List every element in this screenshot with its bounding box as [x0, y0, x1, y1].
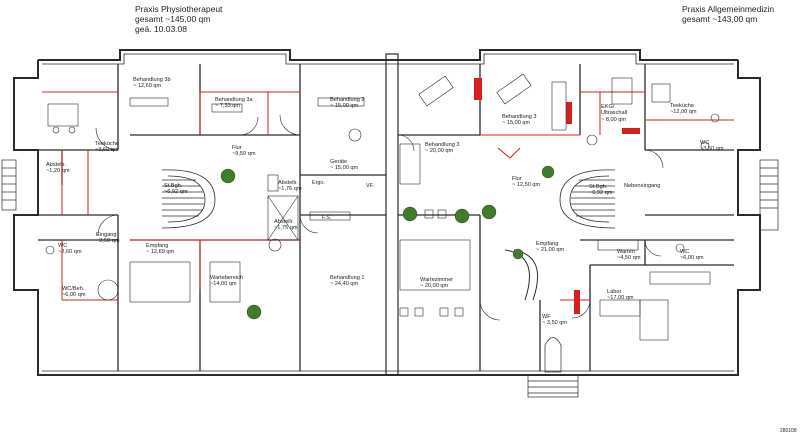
equipment-label-vf: VF. — [366, 183, 374, 189]
room-behandlung-3b: Behandlung 3b~ 12,69 qm — [133, 77, 171, 90]
staircase-left — [161, 169, 216, 229]
door-swings — [95, 114, 664, 321]
room-wc-right-bottom: WC~6,00 qm — [680, 249, 704, 262]
header-gm-title: Praxis Allgemeinmedizin — [682, 4, 775, 14]
staircase-right — [559, 169, 616, 229]
room-behandlung-3-right: Behandlung 3~ 15,00 qm — [502, 114, 537, 127]
room-teekueche-left: Teeküche~3,60 qm — [95, 141, 119, 154]
room-geraete: Geräte~ 15,00 qm — [330, 159, 359, 172]
furniture — [45, 73, 720, 341]
room-behandlung-1: Behandlung 1~ 24,40 qm — [330, 275, 365, 288]
main-entrance-steps — [527, 337, 579, 398]
room-wartebereich: Wartebereich~14,00 qm — [210, 275, 244, 288]
header-gm-total: gesamt ~143,00 qm — [682, 14, 758, 24]
room-flur-right: Flur~ 12,50 qm — [512, 176, 541, 189]
header-physio-total: gesamt ~145,00 qm — [135, 14, 211, 24]
equipment-label-fs: F.S. — [322, 215, 332, 221]
side-entrance-left — [1, 159, 17, 211]
room-abstellr-far-left: Abstellr.~1,20 qm — [46, 162, 70, 175]
room-ekg-ultraschall: EKG/Ultraschall~ 8,00 qm — [601, 104, 628, 123]
room-abstellr-mid-a: Abstellr.~1,76 qm — [278, 180, 302, 193]
room-behandlung-2: Behandlung 2~ 15,00 qm — [330, 97, 365, 110]
room-st-bgh-right: St.Bgh.~6,92 qm — [589, 184, 613, 197]
room-warten: Warten~4,50 qm — [617, 249, 641, 262]
header-physio-title: Praxis Physiotherapeut — [135, 4, 223, 14]
side-entrance-right — [759, 159, 779, 231]
room-st-bgh-left: St.Bgh.~6,92 qm — [164, 183, 188, 196]
drawing-id: 280108 — [780, 428, 797, 434]
room-abstellr-mid-b: Abstellr.~1,75 qm — [274, 219, 298, 232]
room-empfang-left: Empfang~ 12,69 qm — [146, 243, 175, 256]
room-flur-left: Flur~9,50 qm — [232, 145, 256, 158]
header-physio-changed: geä. 10.03.08 — [135, 24, 187, 34]
room-nebeneingang: Nebeneingang — [624, 183, 661, 189]
room-wf: WF~ 3,50 qm — [542, 314, 568, 327]
room-wc-beh: WC/Beh.~6,00 qm — [62, 286, 86, 299]
red-wall-blocks — [474, 78, 640, 314]
room-empfang-right: Empfang~ 21,00 qm — [536, 241, 565, 254]
header-physio: Praxis Physiotherapeut gesamt ~145,00 qm… — [135, 4, 222, 34]
room-wartezimmer: Wartezimmer~ 20,00 qm — [420, 277, 454, 290]
room-wc-right-top: WC~3,50 qm — [700, 140, 724, 153]
plants — [220, 165, 555, 320]
center-wall — [385, 53, 399, 376]
exterior-walls — [13, 49, 761, 376]
room-teekueche-right: Teeküche~12,00 qm — [670, 103, 697, 116]
room-eingang-left: Eingang~3,50 qm — [96, 232, 120, 245]
room-labor: Labor~17,00 qm — [607, 289, 634, 302]
header-general-medicine: Praxis Allgemeinmedizin gesamt ~143,00 q… — [682, 4, 774, 24]
room-wc-left: WC~2,60 qm — [58, 243, 82, 256]
equipment-label-ergo: Ergo. — [312, 180, 325, 186]
room-behandlung-3-center: Behandlung 3~ 20,00 qm — [425, 142, 460, 155]
new-partitions — [42, 91, 734, 301]
room-behandlung-3a: Behandlung 3a~ 7,33 qm — [215, 97, 253, 110]
